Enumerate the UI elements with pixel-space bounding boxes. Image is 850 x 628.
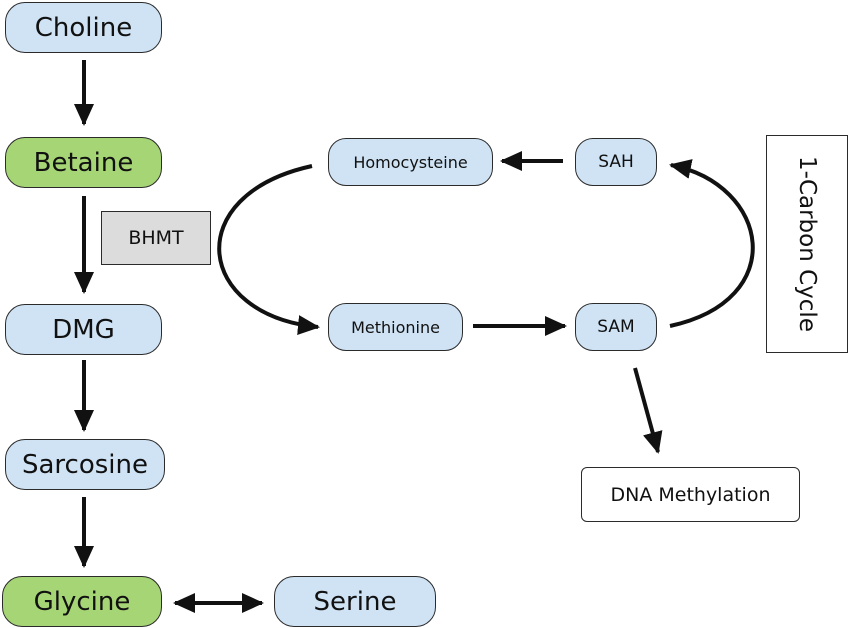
node-dna-methylation: DNA Methylation [581,467,800,522]
arrow-sam-to-sah [669,159,755,328]
cycle-label: 1-Carbon Cycle [794,156,820,332]
arrow-homocysteine-to-methionine [217,164,320,335]
node-dmg: DMG [5,304,162,355]
node-homocysteine: Homocysteine [328,138,493,186]
node-sam: SAM [575,303,657,351]
node-betaine: Betaine [5,137,162,188]
arrow-sam-to-dna-methylation [633,367,663,454]
cycle-label-box: 1-Carbon Cycle [766,135,848,353]
node-methionine: Methionine [328,303,463,351]
node-sarcosine: Sarcosine [5,439,165,490]
node-sah: SAH [575,138,657,186]
node-serine: Serine [274,576,436,627]
enzyme-bhmt: BHMT [101,211,211,265]
node-glycine: Glycine [2,576,162,627]
node-choline: Choline [5,2,162,53]
